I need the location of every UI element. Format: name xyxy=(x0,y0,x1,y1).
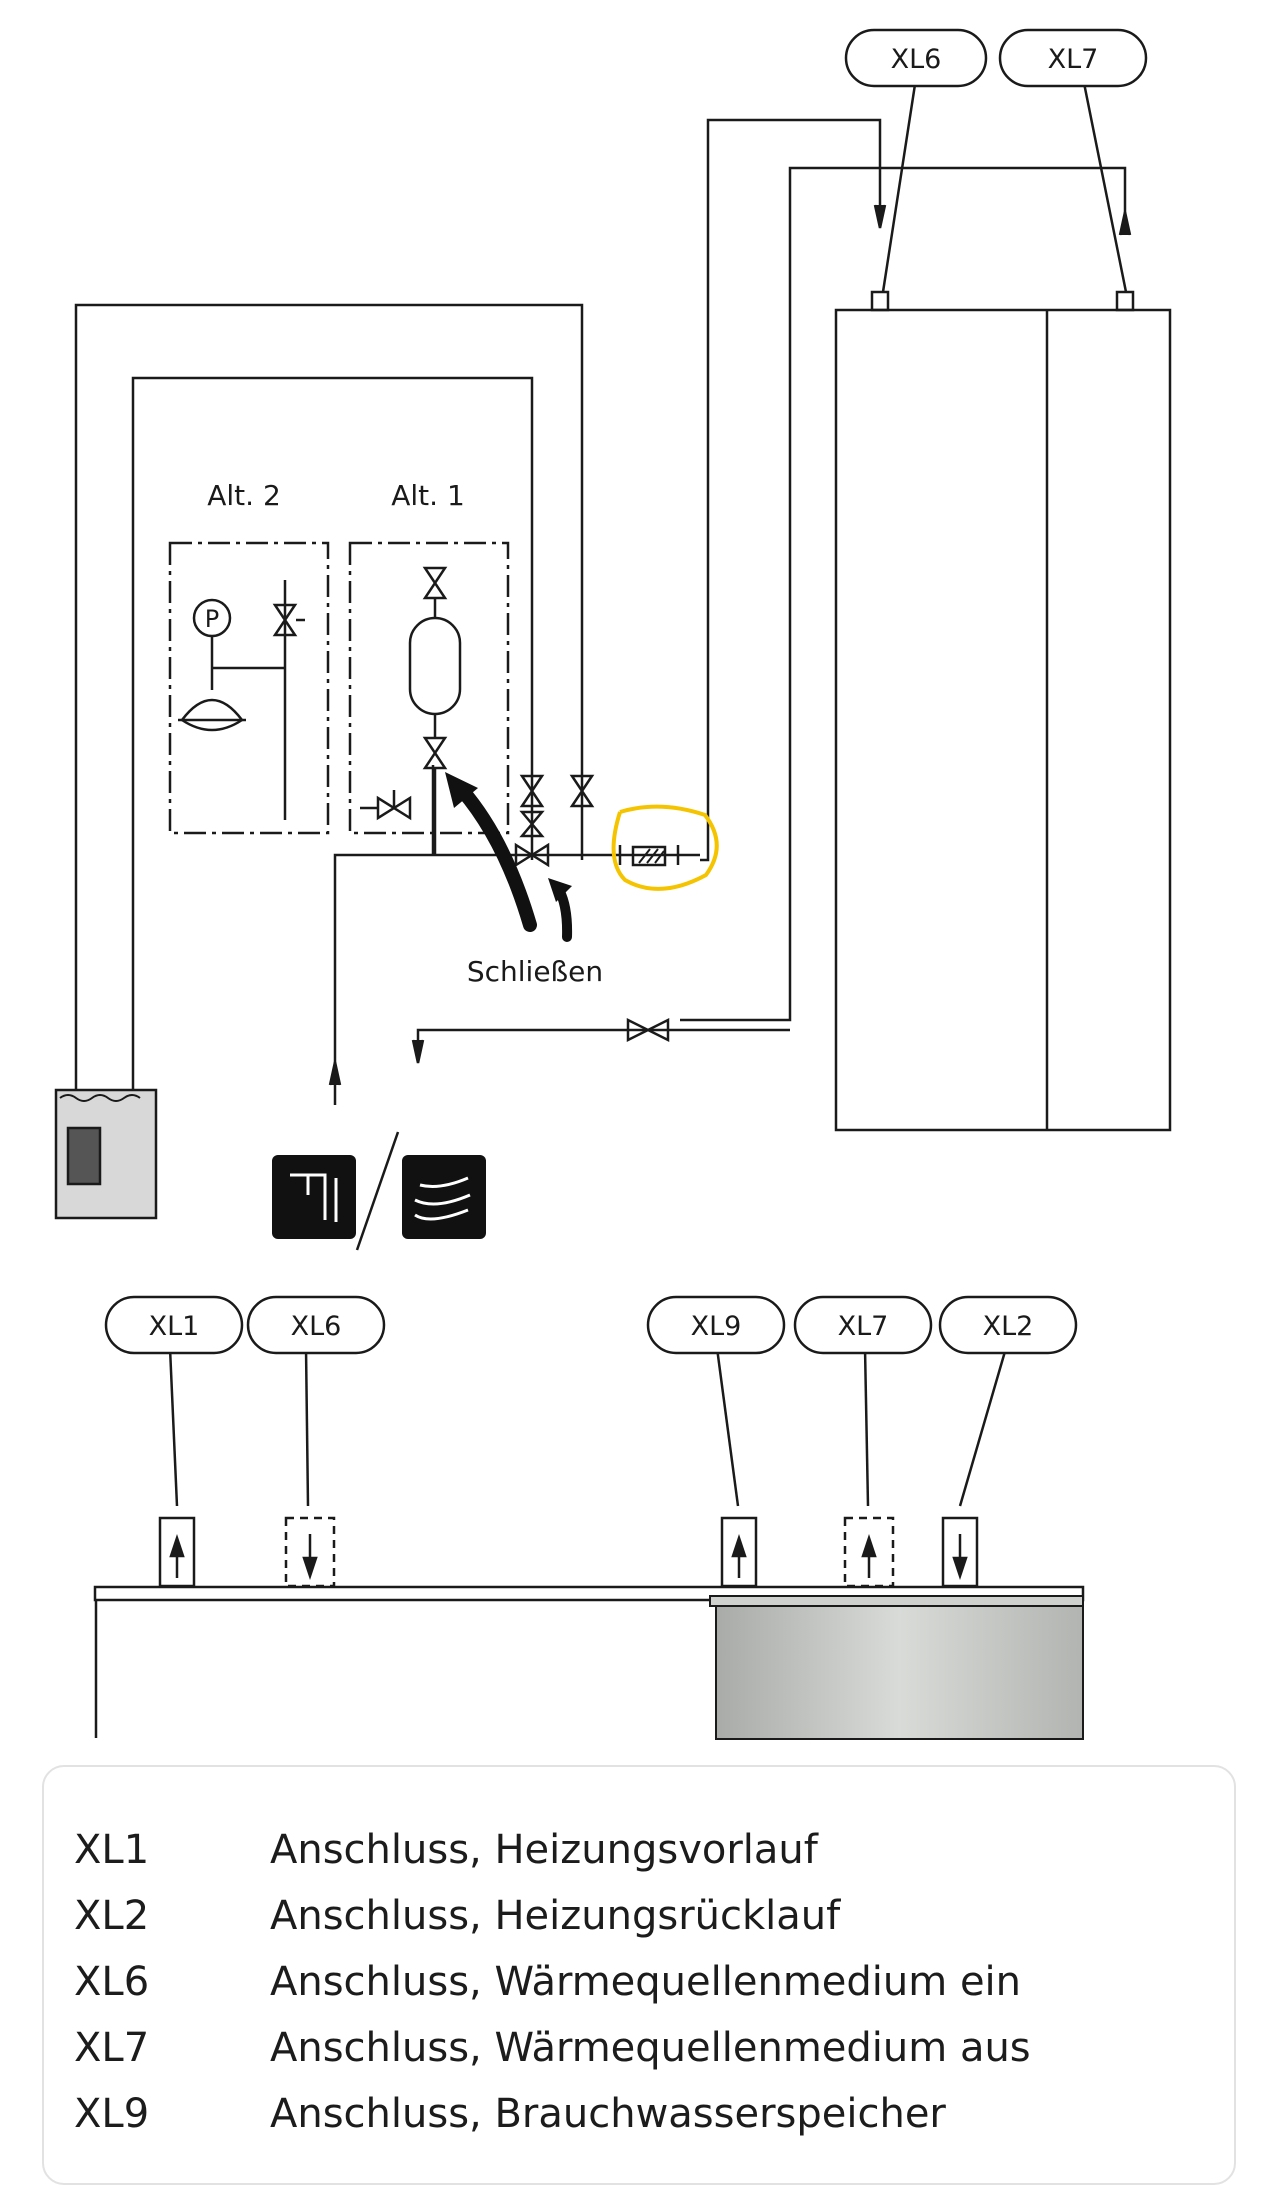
tank-sensor xyxy=(66,1126,102,1186)
tag-bottom-xl6 xyxy=(246,1295,386,1355)
tag-top-xl6-text: XL6 xyxy=(891,44,942,75)
piping-diagram: XL6 XL7 XL1 XL6 XL9 XL7 XL2 Alt. 2 Alt. … xyxy=(54,28,1172,1740)
legend-code: XL9 xyxy=(74,2091,150,2137)
tag-bottom-xl7 xyxy=(793,1295,933,1355)
highlight-circle xyxy=(611,804,719,891)
legend-text: Anschluss, Heizungsvorlauf xyxy=(270,1827,818,1873)
tag-bottom-xl2-text: XL2 xyxy=(983,1311,1034,1342)
loop-outer xyxy=(74,303,584,1090)
tag-bottom-xl9 xyxy=(646,1295,786,1355)
valve-return-line xyxy=(626,1017,670,1043)
three-way-valve xyxy=(514,842,550,868)
arrow-up-xl7 xyxy=(1118,211,1132,236)
alt2-safety-valve xyxy=(272,603,298,637)
loop-inner xyxy=(131,376,534,1130)
alt2-label: Alt. 2 xyxy=(207,479,281,512)
legend-text: Anschluss, Wärmequellenmedium ein xyxy=(270,1959,1022,2005)
legend-row-xl9: XL9 Anschluss, Brauchwasserspeicher xyxy=(74,2081,1234,2147)
legend-code: XL6 xyxy=(74,1959,150,2005)
alt1-label: Alt. 1 xyxy=(391,479,465,512)
legend-text: Anschluss, Wärmequellenmedium aus xyxy=(270,2025,1031,2071)
valve-582 xyxy=(569,774,595,808)
pipe-xl6-feed xyxy=(700,118,882,862)
tag-top-xl7 xyxy=(998,28,1148,88)
legend-row-xl1: XL1 Anschluss, Heizungsvorlauf xyxy=(74,1817,1234,1883)
legend-code: XL1 xyxy=(74,1827,150,1873)
storage-cylinder xyxy=(715,1600,1084,1740)
tag-top-xl6 xyxy=(844,28,988,88)
particle-filter xyxy=(631,845,667,867)
alt1-top-valve xyxy=(422,566,448,600)
tag-bottom-xl2 xyxy=(938,1295,1078,1355)
tag-bottom-xl9-text: XL9 xyxy=(691,1311,742,1342)
arrow-down-xl6 xyxy=(873,204,887,229)
legend-row-xl6: XL6 Anschluss, Wärmequellenmedium ein xyxy=(74,1949,1234,2015)
close-label: Schließen xyxy=(467,955,603,988)
legend-box: XL1 Anschluss, Heizungsvorlauf XL2 Ansch… xyxy=(42,1765,1236,2185)
legend-text: Anschluss, Heizungsrücklauf xyxy=(270,1893,841,1939)
legend-code: XL2 xyxy=(74,1893,150,1939)
expansion-vessel xyxy=(408,616,462,716)
tag-bottom-xl7-text: XL7 xyxy=(838,1311,889,1342)
pressure-symbol: P xyxy=(205,605,219,633)
valve-532b xyxy=(519,810,545,838)
valve-532 xyxy=(519,774,545,808)
hot-water-tap-icon xyxy=(272,1155,356,1239)
tag-top-xl7-text: XL7 xyxy=(1048,44,1099,75)
tag-bottom-xl1 xyxy=(104,1295,244,1355)
pipe-xl7-return xyxy=(680,166,1127,1022)
tag-bottom-xl1-text: XL1 xyxy=(149,1311,200,1342)
legend-row-xl7: XL7 Anschluss, Wärmequellenmedium aus xyxy=(74,2015,1234,2081)
pipe-return xyxy=(416,1028,790,1060)
alt2-box xyxy=(168,541,330,835)
close-arrow-large xyxy=(455,783,537,932)
legend-code: XL7 xyxy=(74,2025,150,2071)
outdoor-unit xyxy=(834,308,1172,1132)
alt2-vessel xyxy=(180,698,244,732)
tag-bottom-xl6-text: XL6 xyxy=(291,1311,342,1342)
arrow-down-return xyxy=(411,1039,425,1064)
port-xl7 xyxy=(1115,290,1135,312)
alt1-box xyxy=(348,541,510,835)
legend-row-xl2: XL2 Anschluss, Heizungsrücklauf xyxy=(74,1883,1234,1949)
legend-text: Anschluss, Brauchwasserspeicher xyxy=(270,2091,946,2137)
alt1-drain-valve xyxy=(376,795,412,821)
port-xl6 xyxy=(870,290,890,312)
pipe-main-horizontal xyxy=(333,853,700,1105)
arrow-up-feed xyxy=(328,1061,342,1086)
alt1-bottom-valve xyxy=(422,736,448,770)
heating-coil-icon xyxy=(402,1155,486,1239)
